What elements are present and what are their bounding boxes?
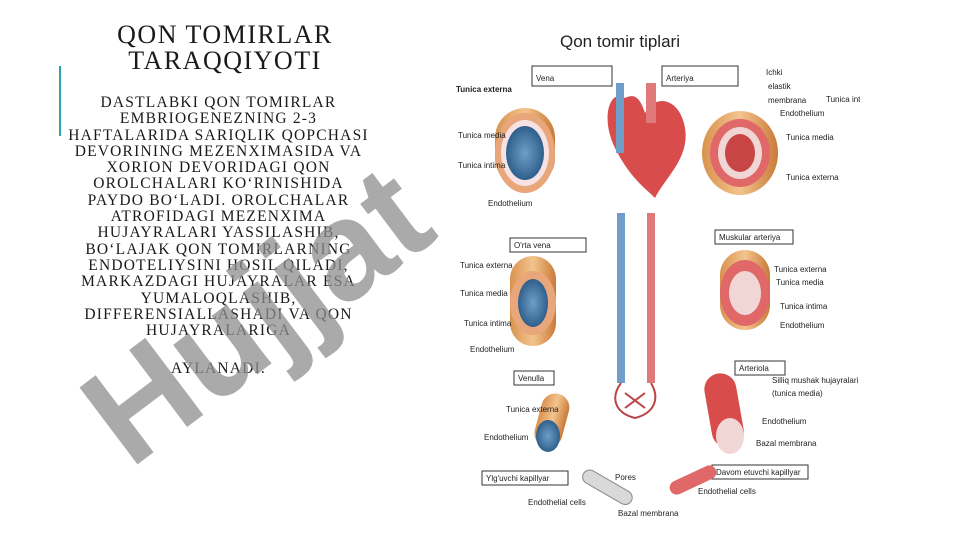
muskular-arteriya-vessel	[720, 250, 770, 330]
central-vein	[617, 213, 625, 383]
ylg-kapillyar-box	[481, 470, 569, 486]
arteriola-silliq: Silliq mushak hujayralari	[772, 376, 858, 385]
slide-title: QON TOMIRLAR TARAQQIYOTI	[117, 20, 333, 75]
vena-tunica-media: Tunica media	[458, 131, 506, 140]
ylg-endothelial-cells: Endothelial cells	[528, 498, 586, 507]
arteriya-endothelium: Endothelium	[780, 109, 825, 118]
pores-label: Pores	[615, 473, 636, 482]
ichki-label: Ichki	[766, 68, 783, 77]
elastik-label: elastik	[768, 82, 792, 91]
venulla-vessel	[534, 393, 570, 452]
arteriola-bazal: Bazal membrana	[756, 439, 817, 448]
musk-endothelium: Endothelium	[780, 321, 825, 330]
venulla-box	[513, 370, 555, 386]
vena-label: Vena	[536, 74, 555, 83]
venulla-tunica-externa: Tunica externa	[506, 405, 559, 414]
arteriola-box	[734, 360, 786, 376]
venulla-endothelium: Endothelium	[484, 433, 529, 442]
musk-tunica-media: Tunica media	[776, 278, 824, 287]
ylg-kapillyar-label: Ylg'uvchi kapillyar	[486, 474, 550, 483]
musk-tunica-externa: Tunica externa	[774, 265, 827, 274]
orta-vena-vessel	[510, 256, 556, 346]
arteriya-vessel	[702, 111, 778, 195]
orta-tunica-intima: Tunica intima	[464, 319, 512, 328]
arteriola-endothelium: Endothelium	[762, 417, 807, 426]
accent-bar	[59, 66, 61, 136]
arteriola-vessel	[704, 373, 744, 454]
muskular-arteriya-label: Muskular arteriya	[719, 233, 781, 242]
heart	[607, 83, 686, 198]
muskular-arteriya-box	[714, 229, 794, 245]
capillary-network	[614, 382, 657, 420]
orta-tunica-media: Tunica media	[460, 289, 508, 298]
vena-endothelium: Endothelium	[488, 199, 533, 208]
arteriya-label: Arteriya	[666, 74, 694, 83]
ylg-bazal: Bazal membrana	[618, 509, 679, 518]
davom-kapillyar-vessel	[669, 465, 717, 495]
arteriya-tunica-intima: Tunica intima	[826, 95, 860, 104]
vena-tunica-externa: Tunica externa	[456, 85, 512, 94]
central-artery	[647, 213, 655, 383]
body-tail: AYLANADI.	[170, 360, 267, 378]
arteriya-box	[661, 65, 739, 87]
vena-tunica-intima: Tunica intima	[458, 161, 506, 170]
arteriola-tunica-media: (tunica media)	[772, 389, 823, 398]
slide-body: DASTLABKI QON TOMIRLAR EMBRIOGENEZNING 2…	[66, 94, 371, 378]
orta-vena-box	[509, 237, 587, 253]
figure-title: Qon tomir tiplari	[560, 32, 680, 51]
vena-box	[531, 65, 613, 87]
membrana-label: membrana	[768, 96, 807, 105]
arteriya-tunica-externa: Tunica externa	[786, 173, 839, 182]
venulla-label: Venulla	[518, 374, 545, 383]
davom-kapillyar-label: Davom etuvchi kapillyar	[716, 468, 801, 477]
davom-endothelial-cells: Endothelial cells	[698, 487, 756, 496]
ylg-kapillyar-vessel	[582, 469, 633, 505]
arteriola-label: Arteriola	[739, 364, 769, 373]
orta-vena-label: O'rta vena	[514, 241, 551, 250]
orta-endothelium: Endothelium	[470, 345, 515, 354]
arteriya-tunica-media: Tunica media	[786, 133, 834, 142]
vessel-types-diagram: Vena Arteriya Tunica externa Tunica medi…	[456, 65, 860, 518]
vena-vessel	[495, 108, 555, 193]
orta-tunica-externa: Tunica externa	[460, 261, 513, 270]
musk-tunica-intima: Tunica intima	[780, 302, 828, 311]
body-paragraph: DASTLABKI QON TOMIRLAR EMBRIOGENEZNING 2…	[68, 94, 369, 340]
